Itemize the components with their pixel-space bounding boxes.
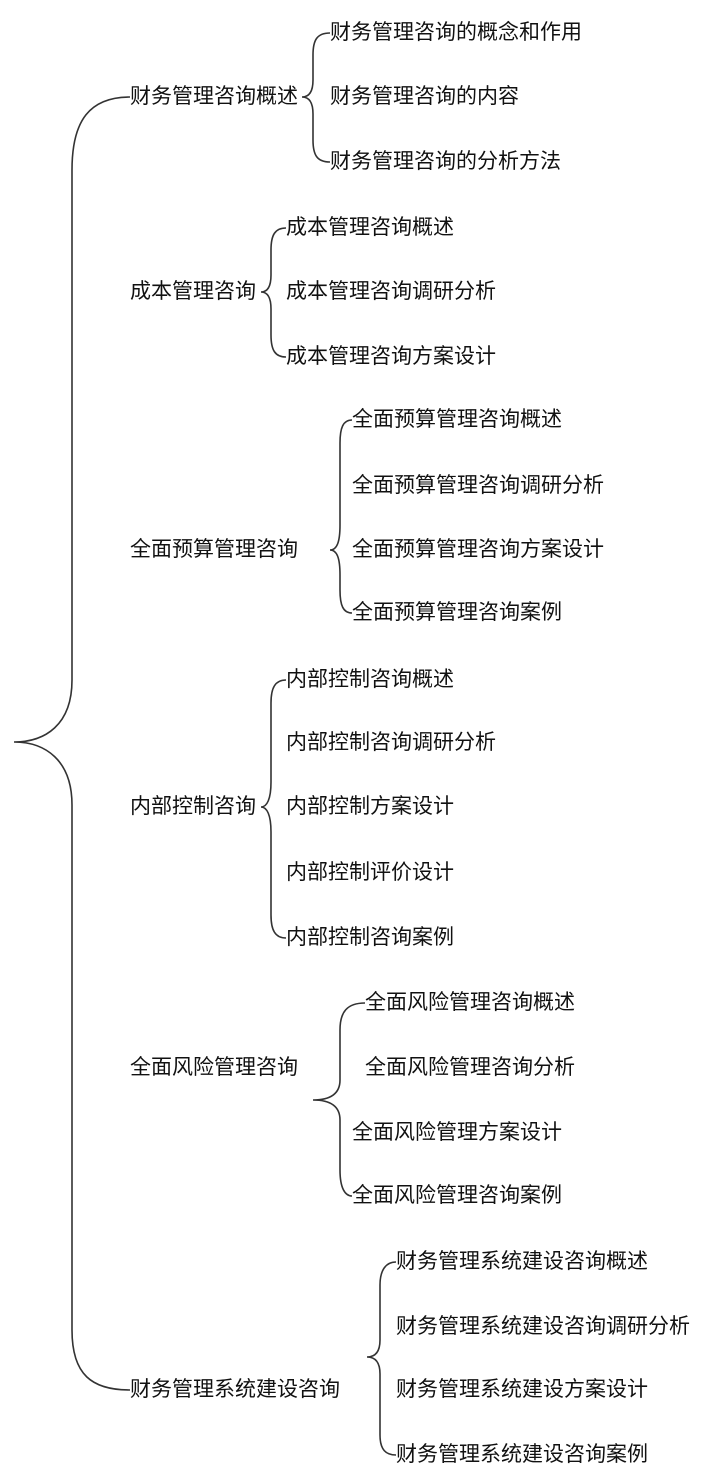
item-label: 内部控制方案设计 — [286, 794, 454, 818]
section-label: 全面预算管理咨询 — [130, 537, 298, 561]
section-label: 财务管理系统建设咨询 — [130, 1377, 340, 1401]
item-label: 财务管理系统建设方案设计 — [396, 1377, 648, 1401]
item-label: 财务管理系统建设咨询案例 — [396, 1442, 648, 1466]
sub-brace — [301, 32, 331, 163]
item-label: 财务管理系统建设咨询概述 — [396, 1249, 648, 1273]
item-label: 成本管理咨询调研分析 — [286, 279, 496, 303]
item-label: 内部控制咨询调研分析 — [286, 730, 496, 754]
item-label: 全面预算管理咨询方案设计 — [352, 537, 604, 561]
sub-brace — [366, 1261, 397, 1456]
item-label: 全面风险管理咨询分析 — [365, 1055, 575, 1079]
main-brace — [13, 96, 131, 1391]
item-label: 财务管理咨询的内容 — [330, 84, 519, 108]
item-label: 全面预算管理咨询概述 — [352, 407, 562, 431]
sub-brace — [260, 227, 287, 358]
item-label: 内部控制咨询案例 — [286, 925, 454, 949]
item-label: 全面风险管理方案设计 — [352, 1120, 562, 1144]
item-label: 全面风险管理咨询案例 — [352, 1183, 562, 1207]
sub-brace — [312, 1002, 366, 1197]
item-label: 财务管理系统建设咨询调研分析 — [396, 1314, 690, 1338]
item-label: 全面预算管理咨询案例 — [352, 600, 562, 624]
section-label: 全面风险管理咨询 — [130, 1055, 298, 1079]
section-label: 内部控制咨询 — [130, 794, 256, 818]
item-label: 内部控制咨询概述 — [286, 667, 454, 691]
item-label: 财务管理咨询的分析方法 — [330, 149, 561, 173]
item-label: 全面预算管理咨询调研分析 — [352, 473, 604, 497]
item-label: 成本管理咨询概述 — [286, 215, 454, 239]
item-label: 内部控制评价设计 — [286, 860, 454, 884]
sub-brace — [329, 419, 353, 614]
item-label: 全面风险管理咨询概述 — [365, 990, 575, 1014]
section-label: 财务管理咨询概述 — [130, 84, 298, 108]
section-label: 成本管理咨询 — [130, 279, 256, 303]
sub-brace — [260, 679, 287, 939]
item-label: 财务管理咨询的概念和作用 — [330, 20, 582, 44]
item-label: 成本管理咨询方案设计 — [286, 344, 496, 368]
